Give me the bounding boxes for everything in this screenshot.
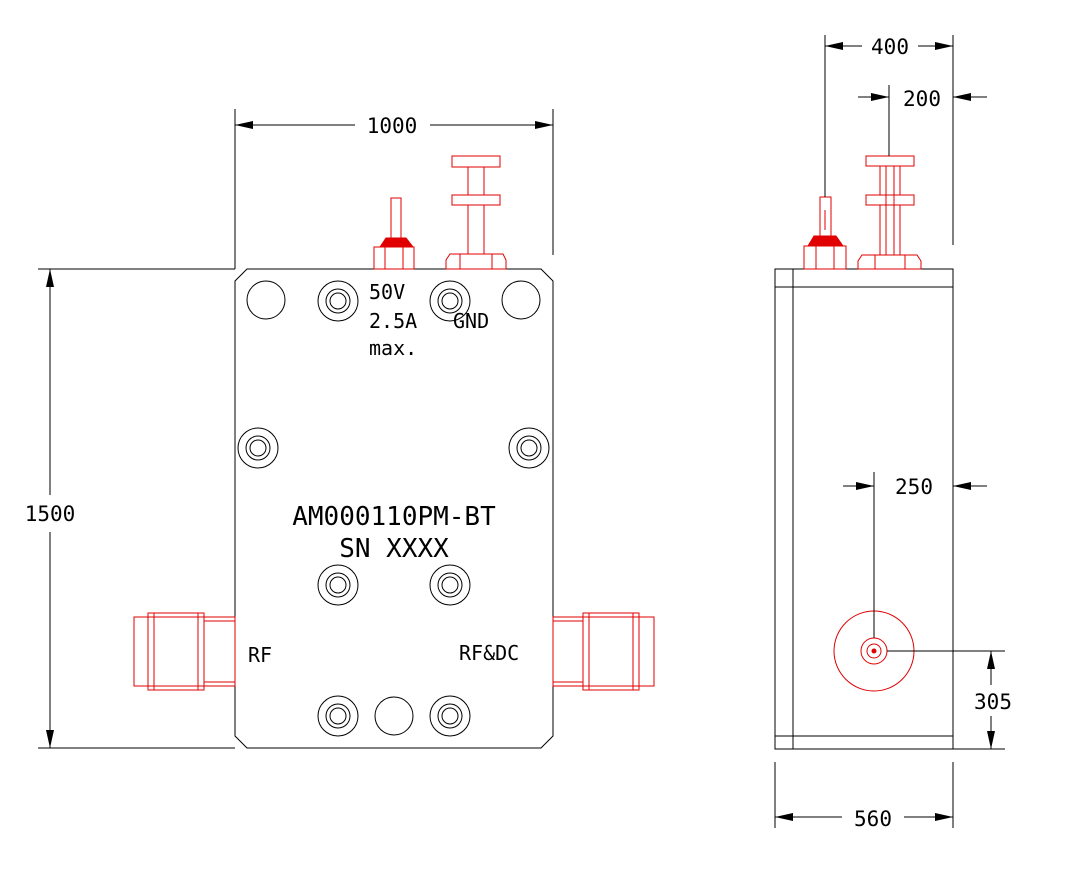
dimension-560: 560 xyxy=(774,762,954,831)
serial-label: SN XXXX xyxy=(339,534,449,564)
voltage-label: 50V xyxy=(369,280,405,304)
dimension-400: 400 xyxy=(824,35,954,245)
current-label: 2.5A xyxy=(369,309,417,333)
screw xyxy=(237,427,279,469)
dimension-200: 200 xyxy=(858,85,987,156)
screw xyxy=(317,564,359,606)
side-body-outline xyxy=(774,268,954,750)
model-label: AM000110PM-BT xyxy=(292,502,496,532)
power-feedthrough xyxy=(373,197,415,270)
screw xyxy=(317,695,359,737)
rf-out-label: RF&DC xyxy=(459,641,519,665)
screw xyxy=(317,280,359,322)
dimension-305: 305 xyxy=(887,650,1012,750)
dim-depth-label: 560 xyxy=(854,807,892,831)
side-gnd-post xyxy=(857,155,922,270)
dimension-height: 1500 xyxy=(25,268,235,749)
mount-hole xyxy=(374,696,414,736)
width-dim-label: 1000 xyxy=(367,114,418,138)
dimension-width: 1000 xyxy=(234,109,554,269)
mount-hole xyxy=(246,280,286,320)
mount-hole xyxy=(501,280,541,320)
dim-connector-y-label: 305 xyxy=(974,690,1012,714)
screw xyxy=(508,427,550,469)
side-view: 400 200 250 305 xyxy=(774,35,1012,831)
screw xyxy=(429,280,471,322)
rf-in-label: RF xyxy=(248,643,272,667)
gnd-label: GND xyxy=(453,309,489,333)
gnd-post xyxy=(445,155,507,270)
height-dim-label: 1500 xyxy=(25,502,76,526)
dim-connector-x-label: 250 xyxy=(895,475,933,499)
dim-top-outer-label: 400 xyxy=(871,35,909,59)
side-power-feedthrough xyxy=(803,196,847,270)
dim-top-inner-label: 200 xyxy=(903,87,941,111)
housing-outline xyxy=(234,268,554,749)
front-view: 50V 2.5A max. GND AM000110PM-BT SN XXXX … xyxy=(25,109,655,749)
rf-connector-left xyxy=(133,612,236,691)
dimension-250: 250 xyxy=(843,472,987,638)
max-label: max. xyxy=(369,336,417,360)
rf-connector-right xyxy=(552,612,655,691)
screw xyxy=(429,695,471,737)
screw xyxy=(429,564,471,606)
